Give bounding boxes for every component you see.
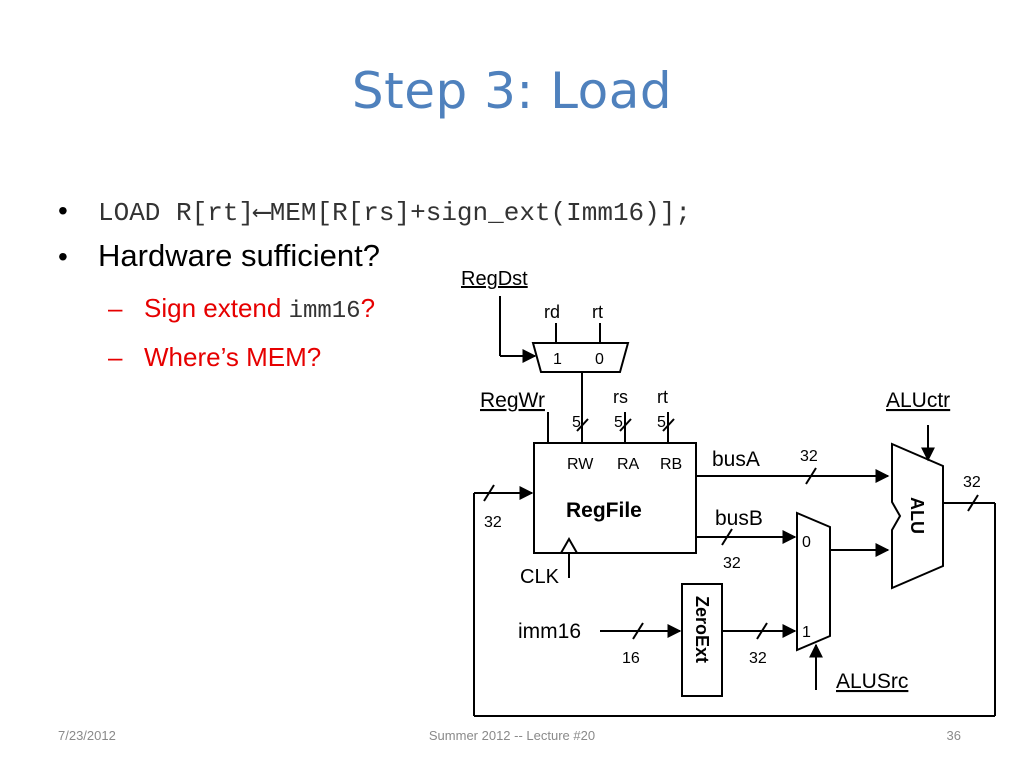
alusrc-mux: [796, 511, 831, 652]
width-slash: [721, 528, 733, 546]
feedback-width: 32: [484, 514, 502, 531]
port-rb: RB: [660, 456, 682, 473]
bullet-dot: •: [58, 241, 68, 272]
rs-label: rs: [613, 387, 628, 407]
width-slash: [662, 418, 675, 432]
width-5: 5: [572, 414, 581, 431]
port-rw: RW: [567, 456, 594, 473]
alu-out-width: 32: [963, 474, 981, 491]
question-mark: ?: [360, 293, 376, 323]
busB-width: 32: [723, 555, 741, 572]
sub-bullet-sign-extend: – Sign extend imm16?: [108, 293, 375, 325]
load-code: LOAD R[rt]⟵MEM[R[rs]+sign_ext(Imm16)];: [98, 197, 691, 228]
where-mem-text: Where’s MEM?: [144, 342, 322, 372]
load-code-after: MEM[R[rs]+sign_ext(Imm16)];: [269, 198, 691, 228]
bullet-hardware: • Hardware sufficient?: [58, 238, 380, 274]
mux-in-0: 0: [802, 534, 811, 551]
regfile-box: [533, 442, 697, 554]
zeroext-label: ZeroExt: [692, 596, 712, 663]
rd-label: rd: [544, 302, 560, 322]
imm16-label: imm16: [518, 620, 581, 643]
width-slash: [483, 484, 495, 502]
width-slash: [805, 467, 817, 485]
alu-shape: [891, 442, 944, 590]
footer-page-number: 36: [946, 728, 961, 743]
mux-sel-1: 1: [553, 351, 562, 368]
alusrc-label: ALUSrc: [836, 670, 908, 693]
sub-bullet-where-mem: – Where’s MEM?: [108, 342, 321, 373]
alu-label: ALU: [907, 497, 927, 534]
regdst-mux: [531, 342, 630, 373]
mux-in-1: 1: [802, 624, 811, 641]
sub-bullet-dash: –: [108, 342, 123, 372]
width-slash: [632, 622, 644, 640]
load-code-before: LOAD R[rt]: [98, 198, 255, 228]
zeroext-width: 32: [749, 650, 767, 667]
mux-sel-0: 0: [595, 351, 604, 368]
width-5: 5: [614, 414, 623, 431]
regwr-label: RegWr: [480, 389, 545, 412]
width-slash: [576, 418, 589, 432]
slide-title: Step 3: Load: [351, 62, 673, 120]
hardware-question: Hardware sufficient?: [98, 238, 381, 273]
footer-date: 7/23/2012: [58, 728, 116, 743]
width-slash: [967, 494, 979, 512]
bullet-load: • LOAD R[rt]⟵MEM[R[rs]+sign_ext(Imm16)];: [58, 195, 691, 228]
clock-triangle: [560, 536, 578, 554]
imm16-code: imm16: [288, 298, 361, 325]
rt-label: rt: [592, 302, 603, 322]
port-ra: RA: [617, 456, 640, 473]
clk-label: CLK: [520, 566, 560, 588]
imm16-width: 16: [622, 650, 640, 667]
regfile-label: RegFile: [566, 499, 642, 522]
footer-lecture: Summer 2012 -- Lecture #20: [428, 728, 596, 743]
bullet-dot: •: [58, 195, 68, 226]
left-arrow-icon: ⟵: [254, 198, 270, 228]
busB-label: busB: [715, 507, 763, 530]
rt-label-b: rt: [657, 387, 668, 407]
sub-bullet-dash: –: [108, 293, 123, 323]
busA-label: busA: [712, 448, 760, 471]
width-slash: [756, 622, 768, 640]
sign-extend-text: Sign extend imm16?: [144, 293, 375, 325]
width-slash: [619, 418, 632, 432]
zeroext-box: [681, 583, 723, 697]
width-5: 5: [657, 414, 666, 431]
aluctr-label: ALUctr: [886, 389, 950, 412]
sign-extend-label: Sign extend: [144, 293, 289, 323]
regdst-label: RegDst: [461, 268, 528, 290]
busA-width: 32: [800, 448, 818, 465]
